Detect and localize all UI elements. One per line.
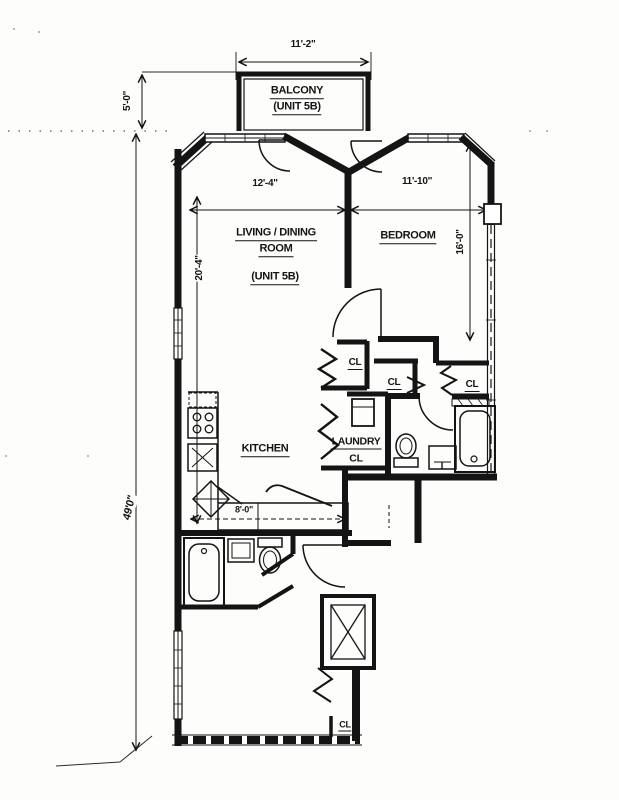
- dim-living-width: 12'-4": [251, 178, 279, 189]
- outer-walls: [170, 131, 502, 746]
- room-label-balcony-unit: (UNIT 5B): [272, 101, 322, 115]
- room-label-laundry-2: CL: [348, 452, 364, 467]
- room-label-living-1: LIVING / DINING: [235, 227, 317, 241]
- closet-label-bath: CL: [464, 379, 480, 392]
- dim-bedroom-width: 11'-10": [400, 176, 434, 187]
- dim-balcony-width: 11'-2": [289, 39, 317, 50]
- interior-walls: [181, 169, 497, 610]
- elevator-shaft: [312, 594, 376, 741]
- dim-kitchen-width: 8'-0": [234, 504, 254, 515]
- scan-speckles: [5, 28, 548, 457]
- room-label-kitchen: KITCHEN: [240, 443, 290, 457]
- room-label-balcony: BALCONY: [269, 85, 325, 99]
- closet-label-hall: CL: [386, 377, 402, 390]
- bathroom1-fixtures: [393, 398, 496, 473]
- left-wall-windows: [173, 307, 183, 720]
- room-label-laundry-1: LAUNDRY: [330, 435, 382, 450]
- room-label-living-unit: (UNIT 5B): [250, 271, 300, 285]
- washer-box: [351, 398, 375, 427]
- dimension-lines: [136, 62, 486, 750]
- bathroom2-fixtures: [183, 537, 283, 607]
- kitchen-fixtures: [187, 391, 349, 531]
- room-label-living-2: ROOM: [258, 243, 294, 257]
- reference-lines: [8, 52, 372, 767]
- dim-bedroom-length: 16'-0": [455, 228, 466, 256]
- room-label-bedroom: BEDROOM: [379, 230, 437, 244]
- balcony-walls: [236, 71, 371, 131]
- closet-label-mid-left: CL: [347, 357, 363, 370]
- closet-label-bottom: CL: [338, 719, 352, 732]
- dim-living-length: 20'-4": [194, 254, 205, 282]
- balcony-door-arcs: [258, 139, 383, 173]
- dim-balcony-depth: 5'-0": [122, 89, 133, 113]
